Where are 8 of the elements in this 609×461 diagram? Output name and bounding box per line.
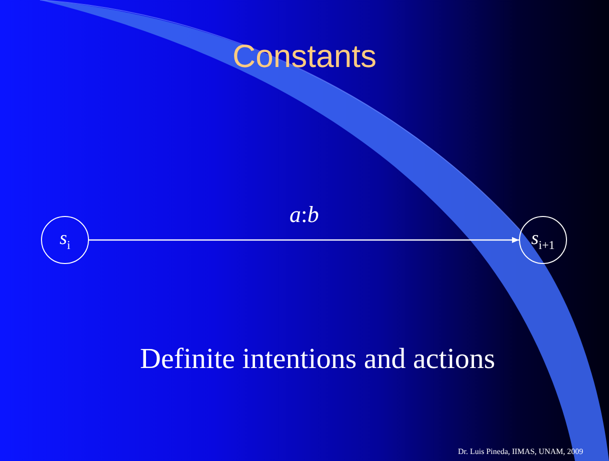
transition-arrow xyxy=(89,237,519,243)
state-label: s$_{i+1}$ xyxy=(531,228,555,252)
slide-title: Constants xyxy=(232,38,377,74)
state-circle xyxy=(519,216,567,264)
state-label: s$_{i}$ xyxy=(60,228,70,252)
state-circle xyxy=(41,216,89,264)
edge-label: a:b xyxy=(290,202,319,228)
subtitle-text: Definite intentions and actions xyxy=(140,343,496,376)
